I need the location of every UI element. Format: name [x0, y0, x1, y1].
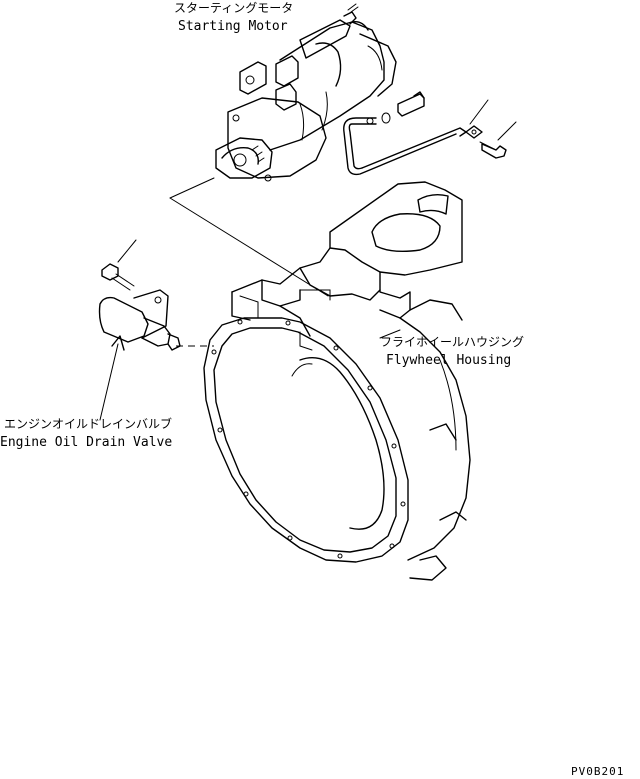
drain-valve [98, 239, 181, 421]
starting-motor-label-jp: スターティングモータ [174, 1, 293, 15]
drain-valve-label-jp: エンジンオイルドレインバルブ [4, 416, 172, 431]
figure-code: PV0B201 [571, 765, 624, 778]
flywheel-housing-label-jp: フライホイールハウジング [380, 335, 524, 349]
engine-block [231, 181, 463, 337]
motor-hardware [343, 91, 517, 176]
flywheel-housing-label: Flywheel Housing [386, 353, 511, 368]
flywheel-housing [203, 299, 471, 581]
starting-motor-label: Starting Motor [178, 19, 288, 34]
starting-motor [215, 3, 397, 182]
assembly-lines [169, 177, 401, 347]
flange-bolt-holes [211, 319, 406, 559]
drain-valve-label: Engine Oil Drain Valve [0, 435, 172, 450]
